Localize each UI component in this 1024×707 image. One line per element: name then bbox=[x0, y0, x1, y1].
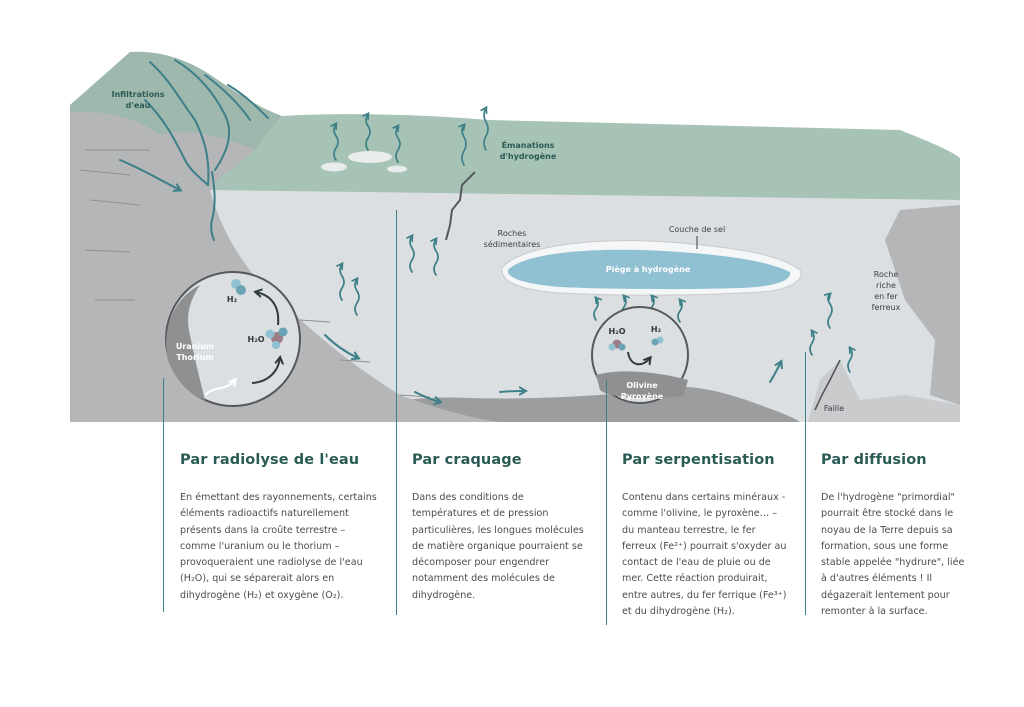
puddle-1 bbox=[321, 162, 347, 172]
section-title: Par radiolyse de l'eau bbox=[180, 452, 360, 468]
label-faille: Faille bbox=[824, 404, 844, 413]
label-piege: Piège à hydrogène bbox=[606, 264, 691, 274]
puddle-3 bbox=[387, 165, 407, 173]
flow-arrows bbox=[324, 334, 781, 402]
fault-line bbox=[814, 359, 841, 411]
section-text: Dans des conditions de températures et d… bbox=[412, 492, 584, 601]
green-plateau bbox=[210, 114, 960, 200]
radiolysis-inset bbox=[165, 271, 301, 407]
section-text: En émettant des rayonnements, certains é… bbox=[180, 492, 377, 601]
label-couche-sel: Couche de sel bbox=[669, 225, 725, 234]
label-h2o-serp: H₂O bbox=[609, 327, 626, 336]
serpentinisation-inset bbox=[591, 306, 689, 404]
mountain-lines bbox=[79, 149, 431, 398]
puddle-2 bbox=[348, 151, 392, 163]
connector-serpentisation bbox=[606, 380, 607, 625]
label-h2-serp: H₂ bbox=[651, 325, 662, 334]
section-radiolyse: Par radiolyse de l'eau En émettant des r… bbox=[180, 452, 380, 604]
label-h2-radiolysis: H₂ bbox=[227, 295, 238, 304]
section-text: Contenu dans certains minéraux - comme l… bbox=[622, 492, 787, 618]
hydrogen-trap bbox=[507, 249, 791, 290]
connector-craquage bbox=[396, 210, 397, 615]
fault-zone-rock bbox=[808, 360, 960, 422]
section-title: Par craquage bbox=[412, 452, 522, 468]
section-diffusion: Par diffusion De l'hydrogène "primordial… bbox=[821, 452, 971, 620]
label-h2o-radiolysis: H₂O bbox=[248, 335, 265, 344]
section-title: Par diffusion bbox=[821, 452, 927, 468]
section-serpentisation: Par serpentisation Contenu dans certains… bbox=[622, 452, 790, 620]
crack bbox=[445, 171, 476, 241]
connector-diffusion bbox=[805, 352, 806, 615]
hydrogen-emanations bbox=[334, 108, 852, 373]
section-text: De l'hydrogène "primordial" pourrait êtr… bbox=[821, 492, 965, 618]
section-craquage: Par craquage Dans des conditions de temp… bbox=[412, 452, 592, 604]
water-infiltration bbox=[119, 59, 269, 241]
iron-rich-rock bbox=[885, 205, 960, 405]
connector-radiolyse bbox=[163, 378, 164, 612]
section-title: Par serpentisation bbox=[622, 452, 775, 468]
